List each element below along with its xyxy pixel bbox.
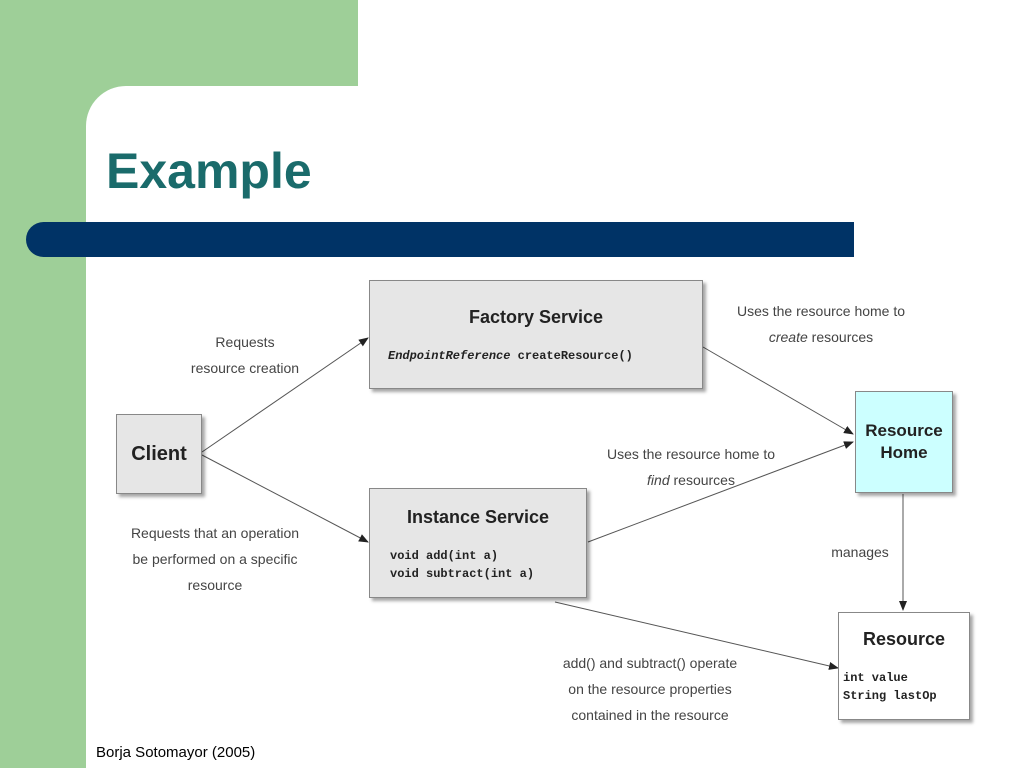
label-manages: manages	[831, 544, 889, 560]
arrow-factory-to-home	[702, 346, 854, 435]
label-requests-creation: Requests resource creation	[190, 334, 300, 376]
resource-field-value: int value	[843, 671, 908, 685]
slide-footer-credit: Borja Sotomayor (2005)	[96, 744, 256, 761]
resource-title: Resource	[862, 629, 946, 649]
factory-service-box: Factory Service EndpointReference create…	[369, 280, 703, 389]
resource-field-lastop: String lastOp	[843, 689, 937, 703]
arrow-instance-to-resource	[554, 601, 839, 670]
instance-service-box: Instance Service void add(int a) void su…	[369, 488, 587, 598]
resource-home-line2: Home	[880, 443, 928, 462]
resource-box: Resource int value String lastOp	[838, 612, 970, 720]
arrow-client-to-instance	[201, 454, 369, 543]
factory-service-title: Factory Service	[468, 307, 604, 327]
resource-home-box: Resource Home	[855, 391, 953, 493]
factory-method-return-type: EndpointReference	[388, 349, 511, 363]
arrow-client-to-factory	[201, 337, 369, 453]
factory-method-name: createResource()	[510, 349, 633, 363]
client-box: Client	[116, 414, 202, 494]
label-requests-operation: Requests that an operation be performed …	[130, 525, 300, 593]
instance-method-subtract: void subtract(int a)	[390, 567, 535, 581]
label-operate-on-properties: add() and subtract() operate on the reso…	[562, 655, 738, 723]
instance-service-title: Instance Service	[406, 507, 550, 527]
resource-home-line1: Resource	[865, 421, 943, 440]
client-label: Client	[131, 442, 187, 465]
slide-title: Example	[106, 143, 312, 199]
title-underline-bar	[26, 222, 854, 257]
instance-method-add: void add(int a)	[390, 549, 499, 563]
label-uses-home-create: Uses the resource home to create resourc…	[736, 303, 906, 345]
arrow-instance-to-home	[587, 441, 854, 543]
label-uses-home-find: Uses the resource home to find resources	[606, 446, 776, 488]
factory-service-method: EndpointReference createResource()	[388, 347, 633, 365]
